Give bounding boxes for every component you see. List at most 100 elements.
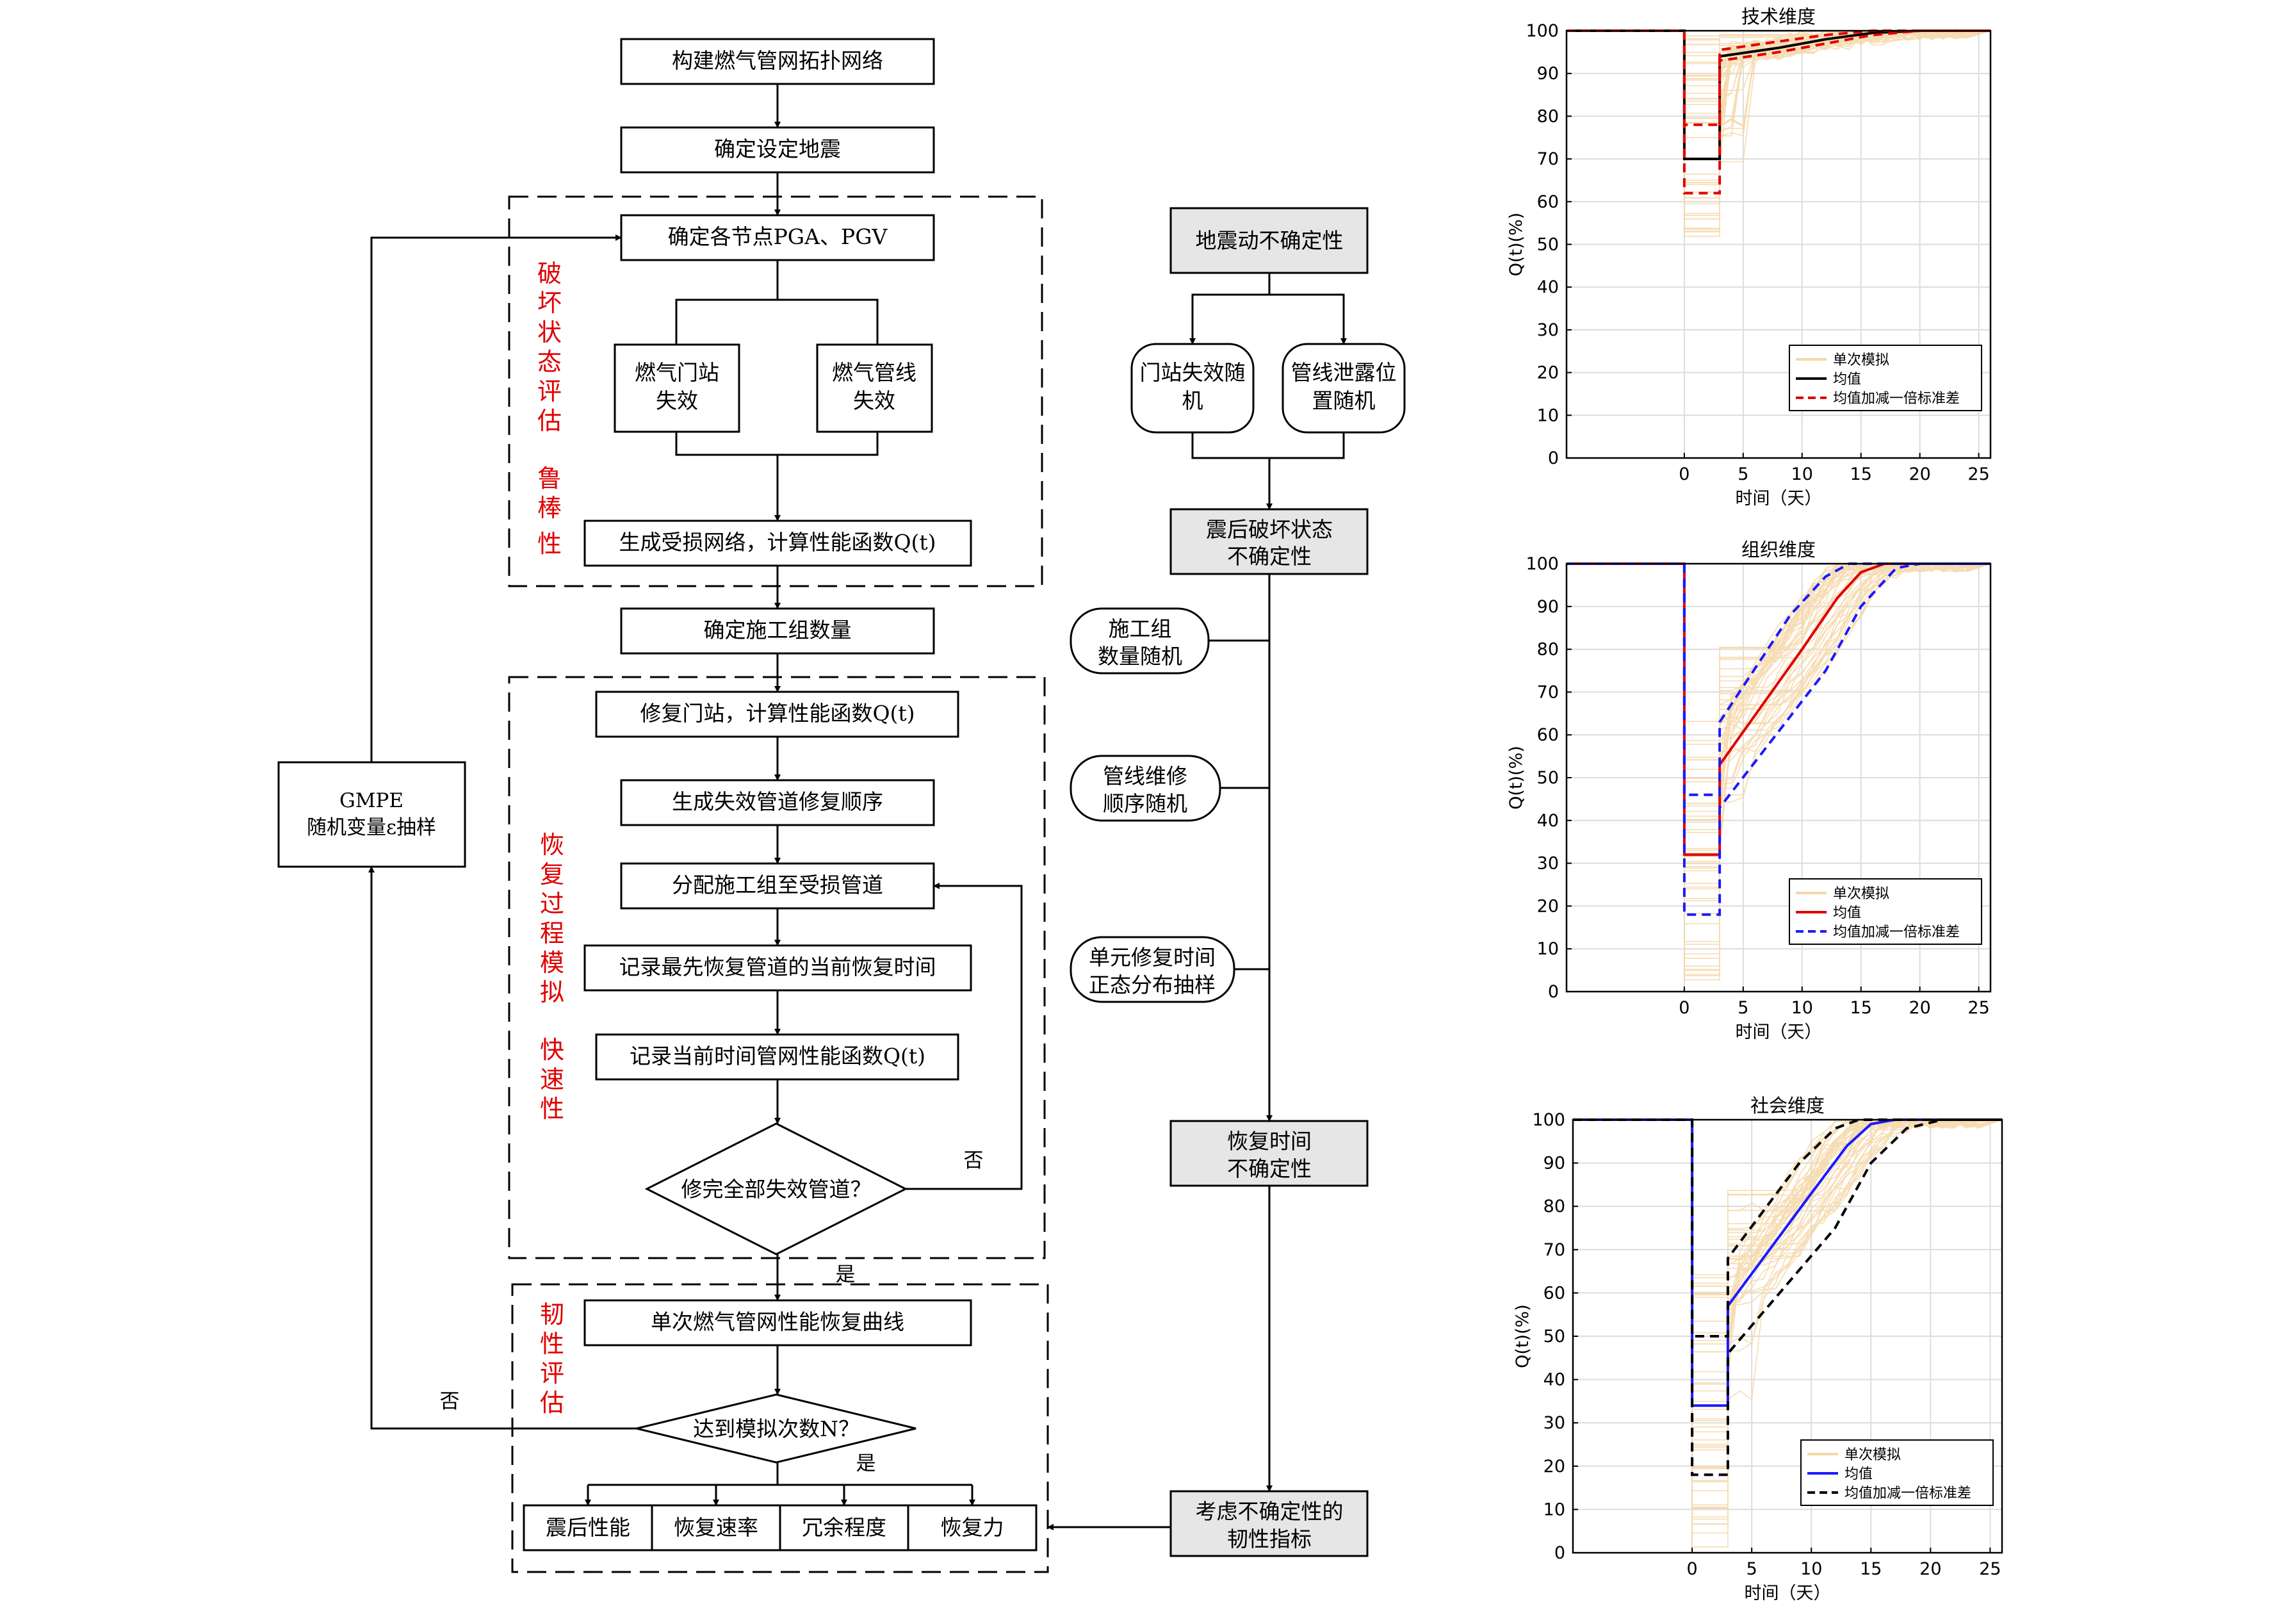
ytick-label-3: 30 (1543, 1413, 1565, 1433)
sim-trace-33 (1567, 562, 1991, 758)
y-axis-label: Q(t)(%) (1506, 213, 1526, 277)
ytick-label-8: 80 (1537, 640, 1559, 660)
uncertainty-text: 地震动不确定性 门站失效随 机 管线泄露位 置随机 震后破坏状态 不确定性 施工… (1089, 228, 1397, 1551)
sim-trace-38 (1567, 563, 1991, 924)
text-pipe-fail-2: 失效 (853, 388, 895, 413)
sim-trace-35 (1573, 1119, 2003, 1402)
xtick-label-2: 10 (1791, 464, 1813, 484)
sim-trace-38 (1567, 30, 1991, 123)
text-unit-time-2: 正态分布抽样 (1089, 972, 1216, 997)
diamond-all-repaired (644, 1122, 908, 1256)
sim-trace-20 (1567, 563, 1991, 779)
sim-trace-42 (1567, 563, 1991, 976)
sim-trace-14 (1567, 563, 1991, 864)
sim-trace-13 (1567, 563, 1991, 890)
ytick-label-7: 70 (1543, 1240, 1565, 1260)
ytick-label-0: 0 (1548, 982, 1559, 1002)
sim-trace-42 (1573, 1119, 2002, 1446)
text-resil-index-1: 考虑不确定性的 (1196, 1499, 1344, 1524)
text-leak-random-1: 管线泄露位 (1291, 360, 1397, 385)
ytick-label-1: 10 (1537, 405, 1559, 425)
sim-trace-21 (1567, 563, 1991, 807)
xtick-label-3: 15 (1850, 998, 1872, 1018)
text-ground-motion: 地震动不确定性 (1196, 228, 1344, 253)
text-assign-crew: 分配施工组至受损管道 (672, 872, 883, 897)
series-line-0 (1567, 562, 1991, 856)
text-gmpe-1: GMPE (339, 789, 403, 812)
sim-trace-11 (1567, 563, 1991, 857)
legend-label-0: 单次模拟 (1833, 886, 1889, 902)
xtick-label-0: 0 (1679, 464, 1689, 484)
box-ground-motion (1169, 207, 1369, 274)
text-yes-1: 是 (836, 1263, 856, 1286)
label-recovery-3: 程 (540, 919, 564, 947)
legend-label-1: 均值 (1833, 372, 1861, 388)
sim-trace-6 (1573, 1119, 2002, 1432)
ytick-label-4: 40 (1537, 277, 1559, 297)
ytick-label-6: 60 (1537, 725, 1559, 745)
text-station-fail-1: 燃气门站 (635, 360, 719, 385)
ytick-label-10: 100 (1532, 1110, 1565, 1130)
sim-trace-40 (1567, 563, 1991, 915)
sim-trace-41 (1567, 563, 1991, 884)
red-labels: 破 坏 状 态 评 估 鲁 棒 性 恢 复 过 程 模 拟 快 速 性 韧 性 … (537, 259, 564, 1417)
label-recovery-2: 过 (540, 890, 564, 918)
legend-label-2: 均值加减一倍标准差 (1833, 924, 1960, 940)
sim-trace-44 (1567, 30, 1991, 119)
xtick-label-3: 15 (1860, 1559, 1882, 1579)
chart-title: 技术维度 (1741, 6, 1816, 28)
ytick-label-5: 50 (1537, 768, 1559, 788)
label-damage-2: 状 (537, 318, 562, 347)
series-line-1 (1567, 562, 1991, 796)
text-pga-pgv: 确定各节点PGA、PGV (668, 224, 888, 249)
uncertainty-connectors (1047, 273, 1347, 1530)
metric-text-2: 冗余程度 (802, 1515, 886, 1540)
y-axis-label: Q(t)(%) (1506, 746, 1526, 810)
xtick-label-2: 10 (1800, 1559, 1822, 1579)
sim-trace-37 (1567, 563, 1991, 778)
x-axis-label: 时间（天） (1736, 489, 1822, 509)
xtick-label-5: 25 (1967, 464, 1989, 484)
xtick-label-5: 25 (1979, 1559, 2001, 1579)
xtick-label-4: 20 (1919, 1559, 1941, 1579)
text-damaged-net: 生成受损网络，计算性能函数Q(t) (619, 530, 936, 555)
ytick-label-6: 60 (1543, 1283, 1565, 1303)
ytick-label-1: 10 (1543, 1500, 1565, 1519)
label-damage-4: 评 (537, 377, 562, 405)
legend-label-0: 单次模拟 (1833, 352, 1889, 368)
xtick-label-1: 5 (1746, 1559, 1757, 1579)
label-robust-2: 性 (537, 530, 562, 558)
sim-trace-34 (1567, 563, 1991, 833)
text-no-loop1: 否 (964, 1149, 984, 1172)
text-yes-2: 是 (856, 1452, 876, 1475)
sim-trace-0 (1573, 1119, 2003, 1341)
sim-trace-9 (1567, 563, 1991, 867)
ytick-label-4: 40 (1543, 1370, 1565, 1390)
ytick-label-7: 70 (1537, 149, 1559, 169)
ytick-label-9: 90 (1537, 597, 1559, 617)
label-resil-2: 评 (540, 1359, 564, 1387)
sim-trace-25 (1573, 1119, 2003, 1441)
label-rapid-1: 速 (540, 1065, 564, 1093)
label-recovery-1: 复 (540, 860, 564, 888)
ytick-label-2: 20 (1537, 896, 1559, 916)
sim-trace-40 (1573, 1119, 2003, 1420)
label-damage-5: 估 (537, 407, 562, 435)
text-station-fail-2: 失效 (656, 388, 698, 413)
xtick-label-1: 5 (1738, 464, 1748, 484)
ytick-label-0: 0 (1548, 448, 1559, 468)
label-recovery-0: 恢 (540, 831, 564, 859)
series-line-2 (1567, 29, 1991, 195)
box-resil-index (1169, 1490, 1369, 1557)
sim-trace-7 (1573, 1119, 2002, 1491)
xtick-label-5: 25 (1967, 998, 1989, 1018)
label-resil-0: 韧 (540, 1300, 564, 1329)
sim-trace-31 (1573, 1119, 2002, 1469)
legend-label-1: 均值 (1833, 905, 1861, 921)
series-line-0 (1573, 1118, 2002, 1407)
text-build-network: 构建燃气管网拓扑网络 (672, 48, 883, 73)
ytick-label-9: 90 (1543, 1154, 1565, 1174)
